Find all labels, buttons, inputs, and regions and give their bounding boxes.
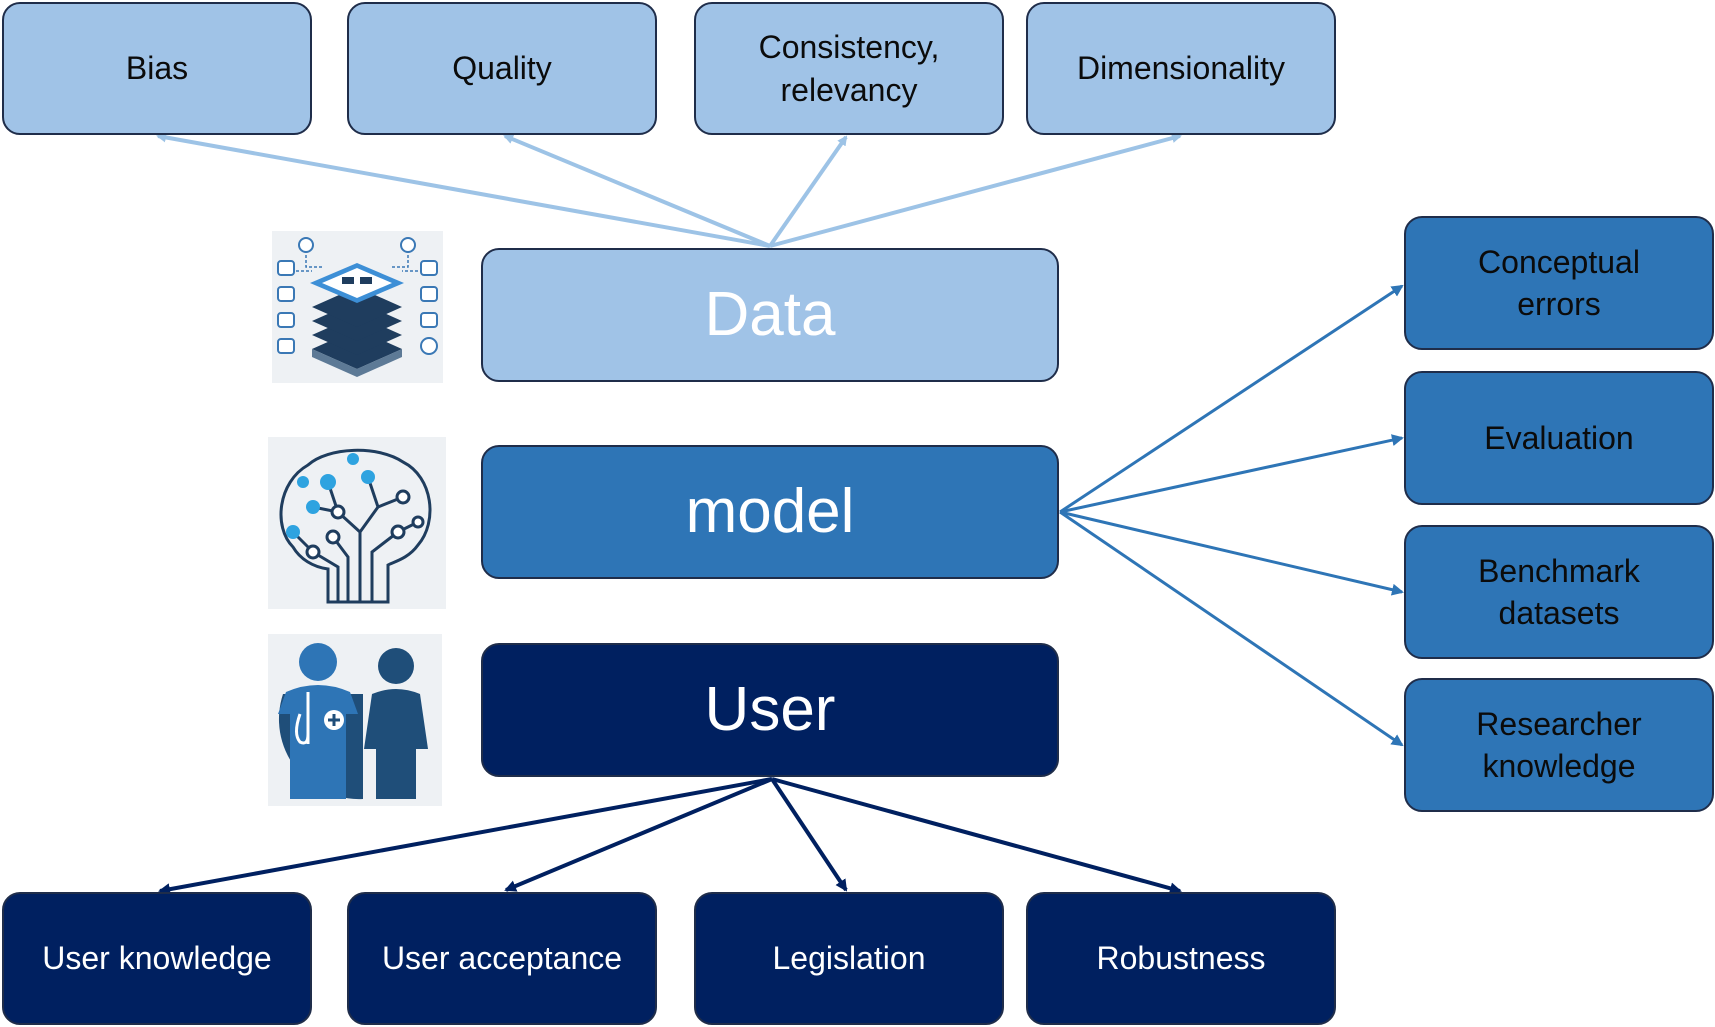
- user-factor-legislation: Legislation: [694, 892, 1004, 1025]
- arrow-model-to-conceptual: [1059, 284, 1404, 514]
- main-box-model: model: [481, 445, 1059, 579]
- model-factor-evaluation: Evaluation: [1404, 371, 1714, 505]
- user-factor-robustness: Robustness: [1026, 892, 1336, 1025]
- user-factor-label: User acceptance: [381, 940, 623, 977]
- user-factor-label: Legislation: [772, 940, 926, 977]
- data-factor-quality: Quality: [347, 2, 657, 135]
- data-factor-label: Consistency, relevancy: [758, 29, 940, 108]
- data-factor-dimensionality: Dimensionality: [1026, 2, 1336, 135]
- data-factor-label: Bias: [125, 50, 189, 87]
- main-label-model: model: [685, 477, 855, 547]
- data-factor-bias: Bias: [2, 2, 312, 135]
- arrow-data-to-consistency: [768, 135, 848, 248]
- doctor-patient-icon: [268, 634, 442, 806]
- model-factor-label: Researcher knowledge: [1476, 705, 1642, 784]
- data-factor-label: Dimensionality: [1076, 50, 1286, 87]
- main-box-user: User: [481, 643, 1059, 777]
- user-factor-user-knowledge: User knowledge: [2, 892, 312, 1025]
- user-factor-label: Robustness: [1096, 940, 1266, 977]
- model-factor-researcher-knowledge: Researcher knowledge: [1404, 678, 1714, 812]
- data-factor-label: Quality: [452, 50, 552, 87]
- model-factor-benchmark-datasets: Benchmark datasets: [1404, 525, 1714, 659]
- model-factor-label: Benchmark datasets: [1478, 552, 1640, 631]
- main-box-data: Data: [481, 248, 1059, 382]
- model-factor-label: Conceptual errors: [1478, 243, 1640, 322]
- main-label-user: User: [704, 675, 836, 745]
- user-factor-label: User knowledge: [42, 940, 272, 977]
- database-layers-icon: [272, 231, 443, 383]
- model-factor-label: Evaluation: [1484, 419, 1634, 456]
- arrow-user-to-acceptance: [504, 777, 773, 892]
- user-factor-user-acceptance: User acceptance: [347, 892, 657, 1025]
- main-label-data: Data: [704, 280, 836, 350]
- arrow-user-to-robustness: [771, 777, 1182, 895]
- arrow-model-to-researcher: [1059, 510, 1404, 747]
- arrow-model-to-evaluation: [1059, 434, 1404, 514]
- data-factor-consistency: Consistency, relevancy: [694, 2, 1004, 135]
- arrow-data-to-quality: [503, 134, 771, 248]
- model-factor-conceptual-errors: Conceptual errors: [1404, 216, 1714, 350]
- arrow-user-to-legislation: [770, 777, 848, 892]
- arrow-user-to-knowledge: [158, 777, 773, 896]
- arrow-model-to-benchmark: [1059, 510, 1404, 596]
- arrow-data-to-bias: [156, 132, 771, 248]
- arrow-data-to-dimensionality: [769, 133, 1182, 248]
- circuit-brain-icon: [268, 437, 446, 609]
